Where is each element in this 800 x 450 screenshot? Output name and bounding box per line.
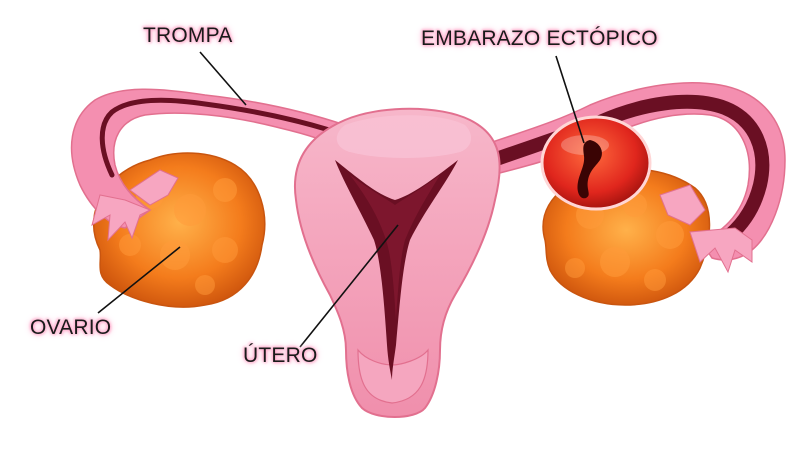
utero-leader (299, 224, 399, 348)
ovario-leader (97, 246, 181, 314)
ectopic-pregnancy-sac (540, 115, 652, 211)
uterus (294, 107, 501, 418)
ovario-label: OVARIO (30, 316, 112, 339)
utero-label: ÚTERO (243, 344, 318, 367)
trompa-leader (199, 51, 247, 106)
ectopic-leader (555, 55, 585, 144)
trompa-label: TROMPA (143, 24, 233, 47)
left-fallopian-tube (70, 88, 348, 242)
leader-lines (97, 51, 585, 348)
ectopic-pregnancy-label: EMBARAZO ECTÓPICO (421, 27, 658, 50)
embryo-icon (577, 140, 602, 199)
